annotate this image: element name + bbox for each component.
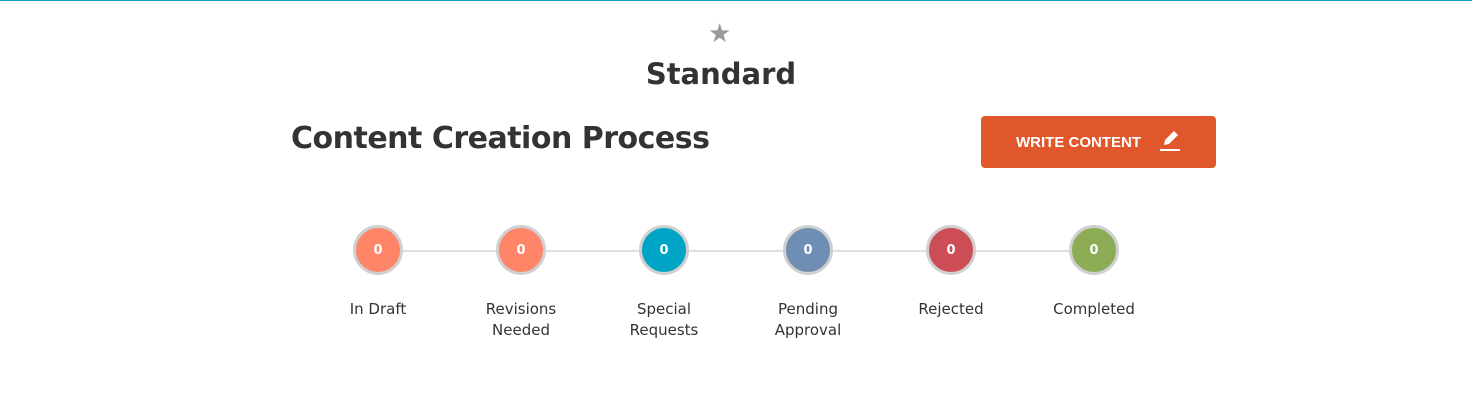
page-title: Content Creation Process: [291, 121, 710, 156]
step-label: Rejected: [918, 300, 984, 318]
plan-title: Standard: [645, 57, 797, 91]
step-label: Revisions Needed: [485, 300, 557, 339]
process-line: [378, 250, 1094, 252]
step-label: Special Requests: [629, 300, 699, 339]
step-count-badge[interactable]: 0: [496, 225, 546, 275]
step-label: Pending Approval: [774, 300, 842, 339]
step-label: Completed: [1053, 300, 1135, 318]
write-content-label: WRITE CONTENT: [1016, 133, 1141, 151]
step-count-badge[interactable]: 0: [1069, 225, 1119, 275]
step-count-badge[interactable]: 0: [783, 225, 833, 275]
star-icon: ★: [708, 19, 732, 49]
step-count-badge[interactable]: 0: [639, 225, 689, 275]
write-content-button[interactable]: WRITE CONTENT: [981, 116, 1216, 168]
step-count-badge[interactable]: 0: [926, 225, 976, 275]
step-label: In Draft: [349, 300, 407, 318]
pencil-icon: [1159, 128, 1181, 156]
step-count-badge[interactable]: 0: [353, 225, 403, 275]
process-step[interactable]: 0 In Draft: [308, 225, 448, 320]
